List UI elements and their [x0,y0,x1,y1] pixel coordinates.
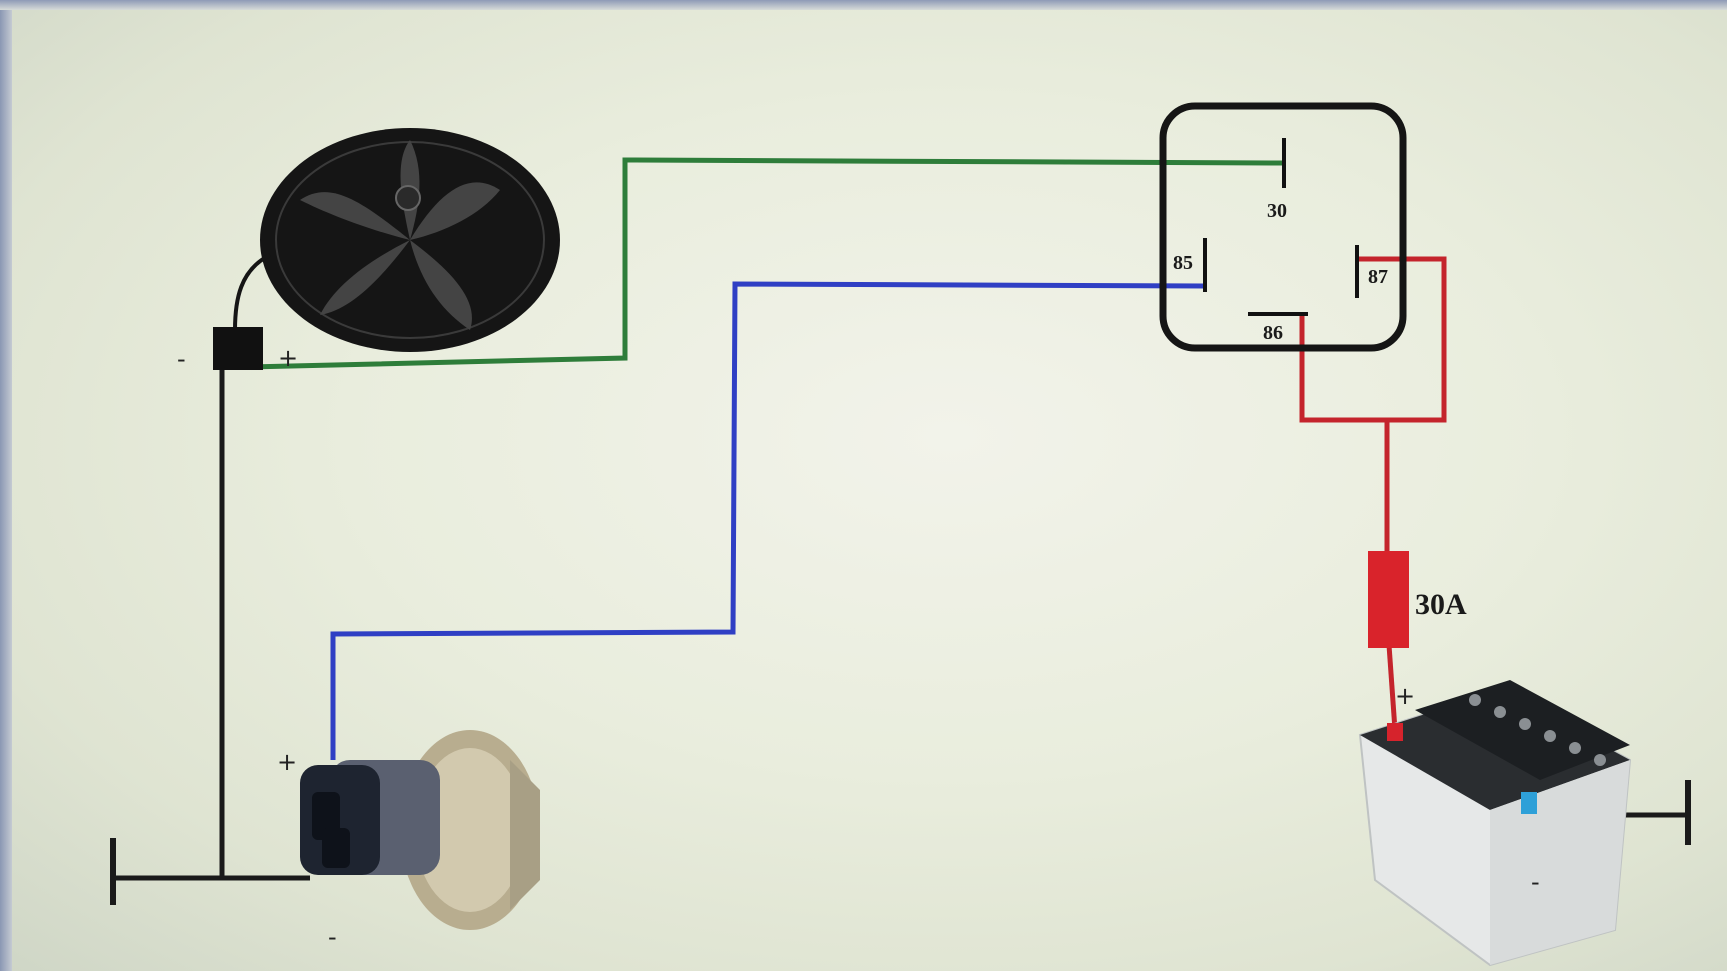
monitor-bezel-left [0,0,12,971]
temperature-sensor-icon [300,730,540,930]
green-wire [249,157,1284,370]
fuse: 30A [1368,551,1467,648]
relay-pin-87-label: 87 [1368,266,1388,288]
red-wire-86 [1299,256,1447,423]
battery-positive-terminal [1387,723,1403,741]
fan-minus-sign: - [177,345,186,373]
battery-icon [1358,680,1632,967]
relay-pin-85-label: 85 [1173,252,1193,274]
fuse-label: 30A [1415,588,1467,621]
sensor-plus-sign: + [277,748,297,776]
fan-plus-sign: + [278,344,298,372]
blue-wire [330,281,1206,760]
relay-pin-86-label: 86 [1263,322,1283,344]
relay-body [1159,102,1407,352]
fan-icon [213,128,560,370]
battery-negative-terminal [1521,792,1537,814]
red-wire-to-battery [1386,644,1398,731]
sensor-minus-sign: - [328,923,337,951]
relay: 30 85 87 86 [1159,102,1407,352]
fan-connector [213,327,263,370]
fuse-body [1368,551,1409,648]
battery-minus-sign: - [1531,868,1540,896]
monitor-bezel-top [0,0,1727,10]
relay-pin-30-label: 30 [1267,200,1287,222]
battery-plus-sign: + [1395,682,1415,710]
